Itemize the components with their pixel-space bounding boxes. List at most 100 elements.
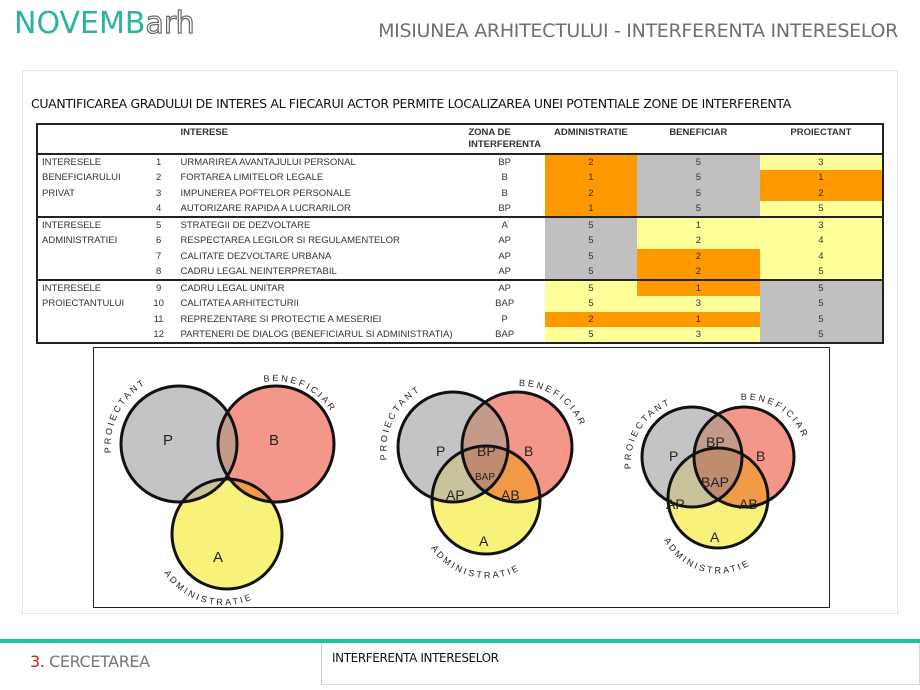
cell-num: 11 bbox=[153, 313, 164, 325]
cell-beneficiar: 2 bbox=[636, 233, 760, 249]
svg-text:BP: BP bbox=[706, 434, 725, 450]
cell-num: 8 bbox=[155, 266, 162, 277]
table-row: INTERESELE 9 CADRU LEGAL UNITAR AP 5 1 5 bbox=[37, 279, 883, 296]
cell-num: 9 bbox=[140, 279, 177, 296]
cell-num: 7 bbox=[155, 250, 162, 262]
cell-num: 12 bbox=[153, 329, 164, 340]
cell-proiectant: 5 bbox=[759, 201, 883, 217]
cell-zona: BP bbox=[498, 203, 512, 214]
header-interese: INTERESE bbox=[176, 124, 465, 155]
svg-text:BAP: BAP bbox=[701, 474, 729, 490]
cell-proiectant: 5 bbox=[759, 327, 883, 343]
table-header-row: INTERESE ZONA DE INTERFERENTA ADMINISTRA… bbox=[37, 124, 883, 155]
cell-administratie: 5 bbox=[545, 216, 637, 233]
cell-administratie: 5 bbox=[545, 233, 637, 249]
cell-num: 1 bbox=[155, 157, 162, 168]
cell-administratie: 5 bbox=[545, 327, 637, 343]
cell-beneficiar: 3 bbox=[636, 327, 760, 343]
cell-proiectant: 3 bbox=[759, 154, 883, 170]
table-row: 12 PARTENERI DE DIALOG (BENEFICIARUL SI … bbox=[37, 327, 883, 343]
cell-zona: BP bbox=[498, 157, 512, 168]
header-group bbox=[37, 124, 141, 155]
cell-beneficiar: 5 bbox=[636, 201, 760, 217]
svg-text:A: A bbox=[213, 549, 223, 566]
header-zona: ZONA DE INTERFERENTA bbox=[464, 124, 545, 155]
table-row: PROIECTANTULUI 10 CALITATEA ARHITECTURII… bbox=[37, 296, 883, 312]
cell-num: 4 bbox=[155, 203, 162, 214]
svg-text:AP: AP bbox=[666, 496, 685, 512]
cell-proiectant: 5 bbox=[759, 264, 883, 280]
svg-text:P: P bbox=[669, 448, 678, 464]
svg-text:BAP: BAP bbox=[475, 472, 495, 483]
cell-interes: AUTORIZARE RAPIDA A LUCRARILOR bbox=[180, 203, 351, 214]
footer-topic-box: INTERFERENTA INTERESELOR bbox=[321, 643, 920, 685]
cell-interes: PARTENERI DE DIALOG (BENEFICIARUL SI ADM… bbox=[180, 329, 453, 340]
cell-num: 3 bbox=[155, 187, 162, 199]
cell-zona: AP bbox=[498, 250, 512, 262]
cell-group bbox=[37, 201, 141, 217]
cell-zona: BAP bbox=[495, 298, 515, 310]
cell-proiectant: 4 bbox=[759, 233, 883, 249]
cell-interes: STRATEGII DE DEZVOLTARE bbox=[176, 216, 465, 233]
cell-zona: BAP bbox=[495, 329, 515, 340]
cell-zona: P bbox=[501, 313, 508, 325]
cell-group: PRIVAT bbox=[42, 187, 75, 199]
cell-administratie: 1 bbox=[545, 201, 637, 217]
cell-administratie: 2 bbox=[545, 154, 637, 170]
table-row: 7 CALITATE DEZVOLTARE URBANA AP 5 2 4 bbox=[37, 248, 883, 265]
cell-group: PROIECTANTULUI bbox=[42, 298, 125, 310]
cell-beneficiar: 1 bbox=[636, 311, 760, 327]
venn-diagram-separate: P B A PROIECTANT BENEFICIAR ADMINISTRATI… bbox=[103, 373, 336, 607]
table-row: BENEFICIARULUI 2 FORTAREA LIMITELOR LEGA… bbox=[37, 170, 883, 186]
cell-interes: CALITATE DEZVOLTARE URBANA bbox=[180, 250, 332, 262]
cell-proiectant: 5 bbox=[759, 296, 883, 312]
header-proiectant: PROIECTANT bbox=[759, 124, 883, 155]
caption: CUANTIFICAREA GRADULUI DE INTERES AL FIE… bbox=[31, 96, 791, 111]
table-row: 11 REPREZENTARE SI PROTECTIE A MESERIEI … bbox=[37, 311, 883, 328]
cell-proiectant: 4 bbox=[759, 248, 883, 264]
cell-administratie: 5 bbox=[545, 264, 637, 280]
section-number: 3. bbox=[30, 652, 45, 671]
cell-beneficiar: 5 bbox=[636, 170, 760, 186]
cell-proiectant: 2 bbox=[759, 185, 883, 201]
cell-group bbox=[37, 249, 141, 265]
cell-interes: FORTAREA LIMITELOR LEGALE bbox=[180, 172, 324, 184]
svg-text:B: B bbox=[524, 443, 533, 459]
venn-diagram-large-overlap: P BP B BAP AP AB A PROIECTANT BENEFICIAR… bbox=[623, 392, 809, 576]
cell-group: INTERESELE bbox=[37, 216, 141, 233]
footer-section-label: 3. CERCETAREA bbox=[30, 652, 150, 671]
cell-group bbox=[37, 327, 141, 343]
header-beneficiar: BENEFICIAR bbox=[636, 124, 760, 155]
cell-interes: CADRU LEGAL NEINTERPRETABIL bbox=[180, 266, 337, 277]
svg-text:AP: AP bbox=[446, 487, 465, 503]
cell-interes: REPREZENTARE SI PROTECTIE A MESERIEI bbox=[180, 313, 382, 325]
interests-table: INTERESE ZONA DE INTERFERENTA ADMINISTRA… bbox=[36, 123, 884, 344]
table-row: 8 CADRU LEGAL NEINTERPRETABIL AP 5 2 5 bbox=[37, 264, 883, 280]
cell-interes: IMPUNEREA POFTELOR PERSONALE bbox=[180, 187, 351, 199]
cell-administratie: 5 bbox=[545, 248, 637, 264]
footer-accent-line bbox=[0, 639, 920, 643]
cell-group: BENEFICIARULUI bbox=[42, 172, 121, 184]
svg-text:P: P bbox=[436, 443, 445, 459]
cell-beneficiar: 2 bbox=[636, 264, 760, 280]
venn-diagrams-panel: P B A PROIECTANT BENEFICIAR ADMINISTRATI… bbox=[93, 347, 830, 608]
cell-interes: URMARIREA AVANTAJULUI PERSONAL bbox=[180, 157, 356, 168]
cell-group: ADMINISTRATIEI bbox=[42, 235, 118, 247]
svg-text:BP: BP bbox=[477, 443, 496, 459]
cell-interes: CALITATEA ARHITECTURII bbox=[180, 298, 299, 310]
table-row: INTERESELE 1 URMARIREA AVANTAJULUI PERSO… bbox=[37, 154, 883, 170]
section-name: CERCETAREA bbox=[44, 652, 150, 671]
cell-group bbox=[37, 312, 141, 328]
table-row: ADMINISTRATIEI 6 RESPECTAREA LEGILOR SI … bbox=[37, 233, 883, 249]
cell-zona: AP bbox=[464, 279, 545, 296]
cell-group: INTERESELE bbox=[42, 157, 102, 168]
cell-zona: B bbox=[501, 172, 508, 184]
cell-administratie: 1 bbox=[545, 170, 637, 186]
svg-text:A: A bbox=[479, 533, 489, 549]
logo-sub: arh bbox=[145, 5, 195, 41]
page-title: MISIUNEA ARHITECTULUI - INTERFERENTA INT… bbox=[378, 20, 898, 42]
cell-administratie: 5 bbox=[545, 279, 637, 296]
cell-beneficiar: 2 bbox=[636, 248, 760, 264]
table-row: INTERESELE 5 STRATEGII DE DEZVOLTARE A 5… bbox=[37, 216, 883, 233]
